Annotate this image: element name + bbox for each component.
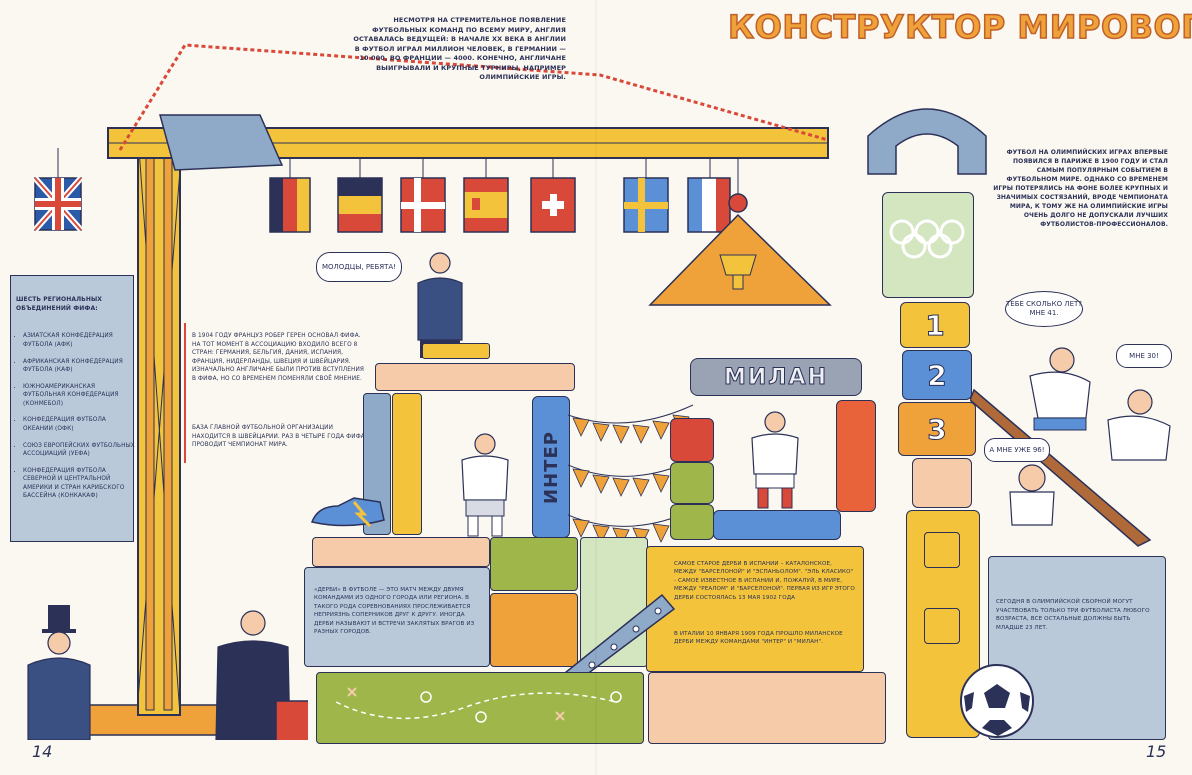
- list-item: Азиатская конфедерация футбола (АФК): [23, 332, 137, 349]
- window-icon: [924, 532, 960, 568]
- block-peach-right: [912, 458, 972, 508]
- block-peach-top: [375, 363, 575, 391]
- inter-label: ИНТЕР: [540, 430, 562, 504]
- tactics-drawing: [335, 687, 622, 723]
- page-title: Конструктор мирового футбола: [727, 7, 1192, 47]
- olympics-text: Футбол на Олимпийских играх впервые появ…: [993, 149, 1168, 228]
- flag-ropes: [57, 148, 739, 200]
- intro-text: Несмотря на стремительное появление футб…: [353, 16, 566, 81]
- trophy-pennant: [648, 193, 832, 306]
- flag-sweden: [623, 177, 669, 233]
- derby-text: «Дерби» в футболе — это матч между двумя…: [314, 587, 475, 636]
- soccer-ball-icon: [960, 664, 1034, 738]
- block-green-small-2: [670, 504, 714, 540]
- olympic-players: [1009, 347, 1171, 526]
- crane-tower: [137, 134, 181, 716]
- block-peach-mid: [312, 537, 490, 567]
- block-green-mid: [490, 537, 578, 591]
- fifa-text-p1: В 1904 году француз Робер Герен основал …: [192, 333, 365, 382]
- block-orange-mid: [490, 593, 578, 667]
- speech-bubble-me30: Мне 30!: [1116, 344, 1172, 368]
- fifa-text-p2: База главной футбольной организации нахо…: [192, 425, 365, 449]
- flag-spain: [463, 177, 509, 233]
- speech-bubble-me96: А мне уже 96!: [984, 438, 1050, 462]
- crane-cab: [159, 114, 284, 171]
- spain-derby-p2: В Италии 10 января 1909 года прошло мила…: [674, 631, 843, 646]
- flag-germany: [269, 177, 311, 233]
- window-icon-2: [924, 608, 960, 644]
- flag-france: [687, 177, 731, 233]
- list-item: Конфедерация футбола Океании (ОФК): [23, 416, 137, 433]
- number-3: 3: [927, 412, 948, 446]
- speech-bubble-coach: Молодцы, ребята!: [316, 252, 402, 282]
- milan-label: МИЛАН: [723, 364, 828, 390]
- derby-panel: [304, 567, 490, 667]
- player-inter: [461, 433, 509, 537]
- page-number-left: 14: [32, 742, 53, 761]
- gentlemen-figures: [27, 605, 308, 740]
- block-number-2: 2: [902, 350, 972, 400]
- coach-pedestal: [422, 343, 490, 359]
- block-yellow-tall: [392, 393, 422, 535]
- inter-pillar: ИНТЕР: [532, 396, 570, 538]
- page-number-right: 15: [1146, 742, 1167, 761]
- block-blue-platform: [713, 510, 841, 540]
- confederations-heading: Шесть региональных объединений ФИФА:: [16, 296, 102, 312]
- confederations-panel: [10, 275, 134, 542]
- block-peach-bottom: [648, 672, 886, 744]
- block-number-1: 1: [900, 302, 970, 348]
- flag-great-britain: [32, 176, 84, 232]
- block-orange-tall: [836, 400, 876, 512]
- flag-belgium: [337, 177, 383, 233]
- football-boot: [310, 497, 385, 528]
- number-2: 2: [927, 358, 948, 392]
- arch-block: [867, 108, 987, 175]
- block-number-3: 3: [898, 402, 976, 456]
- page-gutter: [595, 0, 597, 775]
- olympic-rings-icon: [889, 219, 965, 259]
- list-item: Союз европейских футбольных ассоциаций (…: [23, 442, 137, 459]
- number-1: 1: [925, 308, 946, 342]
- player-milan: [751, 411, 799, 509]
- ladder: [970, 388, 1152, 547]
- list-item: Африканская конфедерация футбола (КАФ): [23, 358, 137, 375]
- flag-switzerland: [530, 177, 576, 233]
- list-item: Конфедерация футбола Северной и Централь…: [23, 467, 137, 501]
- block-pitch: [316, 672, 644, 744]
- spain-derby-p1: Самое старое дерби в Испании – каталонск…: [674, 561, 855, 601]
- block-red-small: [670, 418, 714, 462]
- list-item: Южноамериканская футбольная конфедерация…: [23, 383, 137, 408]
- spain-derby-panel: [646, 546, 864, 672]
- block-green-small: [670, 462, 714, 504]
- fifa-text-rule: [184, 323, 186, 463]
- milan-sign: МИЛАН: [690, 358, 862, 396]
- olympic-age-text: Сегодня в олимпийской сборной могут учас…: [996, 599, 1150, 631]
- speech-bubble-age-question: Тебе сколько лет? Мне 41.: [1005, 291, 1083, 327]
- flag-denmark: [400, 177, 446, 233]
- confederations-list: Азиатская конфедерация футбола (АФК) Афр…: [14, 324, 137, 509]
- crane-cable: [118, 43, 829, 151]
